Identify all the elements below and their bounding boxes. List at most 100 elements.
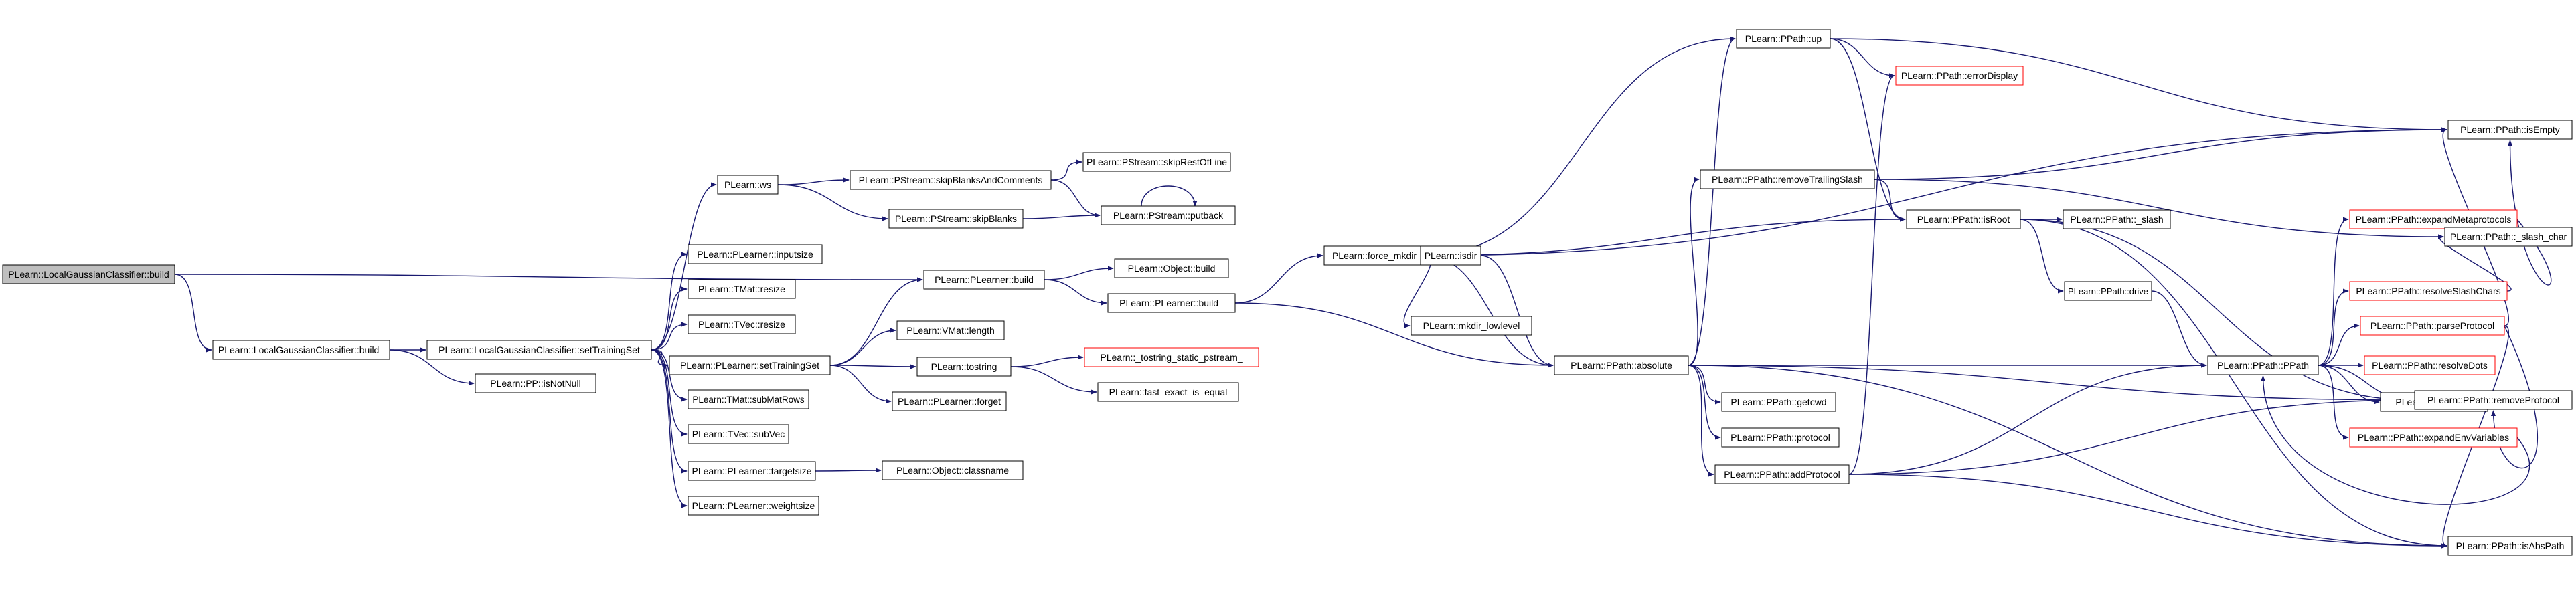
node-label: PLearn::PPath::expandEnvVariables [2358,432,2509,443]
node-box [1411,316,1532,336]
edge-layer [174,36,2552,549]
call-edge [1848,474,2447,549]
graph-node-pl-build[interactable]: PLearn::PLearner::build [923,270,1045,290]
call-edge [1050,179,1101,218]
graph-node-isEmpty[interactable]: PLearn::PPath::isEmpty [2447,120,2573,140]
node-label: PLearn::PPath::protocol [1730,432,1830,443]
graph-node-parseProtocol[interactable]: PLearn::PPath::parseProtocol [2360,316,2505,336]
graph-node-inputsize[interactable]: PLearn::PLearner::inputsize [688,244,823,264]
node-label: PLearn::LocalGaussianClassifier::build_ [218,344,384,355]
graph-node-drive[interactable]: PLearn::PPath::drive [2064,281,2152,301]
graph-node-slash[interactable]: PLearn::PPath::_slash [2063,209,2171,229]
node-box [1114,258,1229,278]
graph-node-force-mkdir[interactable]: PLearn::force_mkdir [1323,245,1425,266]
graph-node-resolveDots[interactable]: PLearn::PPath::resolveDots [2364,355,2496,375]
graph-node-forget[interactable]: PLearn::PLearner::forget [892,391,1007,411]
node-box [2364,355,2496,375]
graph-node-classname[interactable]: PLearn::Object::classname [882,460,1024,480]
graph-node-pl-setTS[interactable]: PLearn::PLearner::setTrainingSet [669,355,831,375]
graph-node-targetsize[interactable]: PLearn::PLearner::targetsize [688,461,816,481]
graph-node-pl-build-[interactable]: PLearn::PLearner::build_ [1107,293,1236,313]
call-edge [2318,365,2349,440]
call-edge [1044,279,1107,306]
graph-node-up[interactable]: PLearn::PPath::up [1736,29,1831,49]
graph-node-tostring-static[interactable]: PLearn::_tostring_static_pstream_ [1084,347,1259,367]
node-box [2063,209,2171,229]
node-label: PLearn::TVec::resize [698,319,785,330]
node-label: PLearn::PPath::isRoot [1917,214,2010,225]
node-label: PLearn::PLearner::targetsize [692,466,812,476]
call-edge [1424,255,1554,368]
graph-node-obj-build[interactable]: PLearn::Object::build [1114,258,1229,278]
graph-node-build[interactable]: PLearn::LocalGaussianClassifier::build [2,264,175,284]
graph-node-tvec-resize[interactable]: PLearn::TVec::resize [688,314,796,334]
call-edge [2318,217,2349,366]
graph-node-subMatRows[interactable]: PLearn::TMat::subMatRows [688,389,809,409]
graph-node-vmat-length[interactable]: PLearn::VMat::length [896,320,1005,340]
node-label: PLearn::Object::build [1128,263,1216,274]
graph-node-skipBC[interactable]: PLearn::PStream::skipBlanksAndComments [850,170,1052,190]
call-edge [1830,38,1895,78]
graph-node-getcwd[interactable]: PLearn::PPath::getcwd [1721,392,1836,412]
graph-node-mkdir-lowlevel[interactable]: PLearn::mkdir_lowlevel [1411,316,1532,336]
node-label: PLearn::PPath::PPath [2217,360,2309,371]
graph-node-fast-exact[interactable]: PLearn::fast_exact_is_equal [1097,382,1239,402]
graph-node-absolute[interactable]: PLearn::PPath::absolute [1554,355,1689,375]
graph-node-putback[interactable]: PLearn::PStream::putback [1101,205,1236,225]
graph-node-removeProtocol[interactable]: PLearn::PPath::removeProtocol [2414,390,2573,410]
graph-node-expandMeta[interactable]: PLearn::PPath::expandMetaprotocols [2349,209,2518,229]
graph-node-isdir[interactable]: PLearn::isdir [1420,245,1481,266]
graph-node-isRoot[interactable]: PLearn::PPath::isRoot [1906,209,2021,229]
call-edge [2151,290,2207,368]
graph-node-skipBlanks[interactable]: PLearn::PStream::skipBlanks [888,209,1024,229]
node-label: PLearn::TVec::subVec [692,429,785,439]
call-edge [1022,213,1101,219]
node-box [2447,120,2573,140]
graph-node-tmat-resize[interactable]: PLearn::TMat::resize [688,279,796,299]
call-edge [2020,219,2414,403]
node-label: PLearn::PLearner::build [935,274,1034,285]
node-box [1895,66,2024,86]
call-edge [651,286,688,351]
graph-node-errorDisplay[interactable]: PLearn::PPath::errorDisplay [1895,66,2024,86]
node-box [882,460,1024,480]
graph-node-expandEnv[interactable]: PLearn::PPath::expandEnvVariables [2349,427,2518,448]
graph-node-addProtocol[interactable]: PLearn::PPath::addProtocol [1714,464,1850,484]
node-box [850,170,1052,190]
graph-node-ppath[interactable]: PLearn::PPath::PPath [2207,355,2319,375]
graph-node-slash-char[interactable]: PLearn::PPath::_slash_char [2444,227,2573,247]
graph-node-skipRest[interactable]: PLearn::PStream::skipRestOfLine [1082,152,1231,172]
call-edge [1874,179,2444,239]
graph-node-subVec[interactable]: PLearn::TVec::subVec [688,424,789,444]
call-edge [1848,363,2207,475]
node-label: PLearn::VMat::length [906,325,995,336]
node-label: PLearn::PStream::skipRestOfLine [1086,157,1227,167]
node-box [896,320,1005,340]
node-label: PLearn::ws [724,179,771,190]
call-edge [1424,127,2447,256]
call-edge [2260,375,2530,505]
graph-node-tostring[interactable]: PLearn::tostring [916,357,1012,377]
graph-node-resolveSlash[interactable]: PLearn::PPath::resolveSlashChars [2349,281,2508,301]
graph-node-protocol[interactable]: PLearn::PPath::protocol [1721,427,1840,448]
node-label: PLearn::PLearner::build_ [1119,298,1224,308]
graph-node-ws[interactable]: PLearn::ws [717,175,779,195]
node-box [1554,355,1689,375]
call-edge [829,277,923,366]
node-label: PLearn::PPath::absolute [1571,360,1672,371]
call-edge [1848,73,1895,475]
graph-node-weightsize[interactable]: PLearn::PLearner::weightsize [688,496,819,516]
node-box [688,496,819,516]
call-edge [1874,179,1906,222]
node-label: PLearn::force_mkdir [1332,250,1417,261]
graph-node-removeTS[interactable]: PLearn::PPath::removeTrailingSlash [1700,169,1875,189]
call-edge [1424,36,1736,256]
node-label: PLearn::mkdir_lowlevel [1423,320,1520,331]
graph-node-isAbsPath[interactable]: PLearn::PPath::isAbsPath [2447,536,2573,556]
graph-node-build-[interactable]: PLearn::LocalGaussianClassifier::build_ [212,340,390,360]
graph-node-isNotNull[interactable]: PLearn::PP::isNotNull [475,373,596,393]
graph-node-setTS[interactable]: PLearn::LocalGaussianClassifier::setTrai… [426,340,652,360]
node-label: PLearn::PLearner::weightsize [692,500,815,511]
call-edge [1424,217,1906,256]
call-edge [174,274,212,353]
